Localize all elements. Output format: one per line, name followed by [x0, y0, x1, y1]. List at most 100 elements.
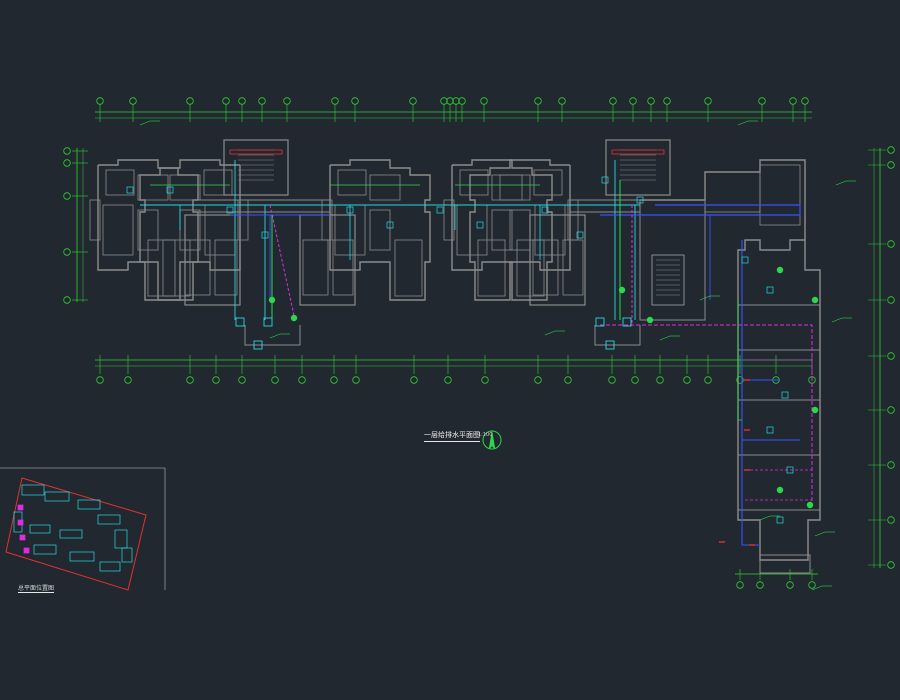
site-building — [29, 524, 51, 534]
room-wall — [477, 239, 506, 297]
balcony-wall — [443, 199, 455, 241]
leader-line — [139, 120, 151, 126]
building-walls — [89, 139, 821, 574]
room-wall — [137, 174, 169, 201]
room-wall — [394, 239, 423, 297]
axis-bubble — [440, 97, 448, 105]
north-arrow-icon — [482, 430, 502, 450]
entrance-porch — [594, 325, 641, 346]
fixture-box — [541, 206, 549, 214]
axis-bubble — [63, 296, 71, 304]
axis-bubble — [351, 97, 359, 105]
room-wall — [203, 169, 233, 196]
axis-bubble — [124, 376, 132, 384]
axis-bubble — [271, 376, 279, 384]
axis-bubble — [789, 97, 797, 105]
site-plan-title: 总平面位置图 — [18, 585, 55, 593]
room-wall — [491, 174, 523, 201]
axis-bubble — [258, 97, 266, 105]
axis-bubble — [330, 376, 338, 384]
axis-bubble — [631, 376, 639, 384]
room-wall — [491, 209, 513, 251]
axis-bubble — [186, 97, 194, 105]
axis-bubble — [446, 97, 454, 105]
room-wall — [169, 174, 201, 201]
fire-hydrant — [646, 316, 654, 324]
leader-line — [737, 120, 749, 126]
axis-bubble — [758, 97, 766, 105]
north-arrow-pointer — [488, 430, 496, 450]
axis-bubble — [129, 97, 137, 105]
site-marker — [23, 547, 30, 554]
site-plan-inset — [0, 467, 166, 591]
fixture-box — [601, 176, 609, 184]
axis-bubble — [96, 97, 104, 105]
site-boundary — [5, 477, 147, 591]
site-building — [33, 544, 57, 555]
room-wall — [499, 174, 531, 201]
axis-bubble — [534, 97, 542, 105]
fixture-box — [253, 340, 263, 350]
leader-line — [659, 335, 671, 341]
axis-bubble — [887, 146, 895, 154]
fixture-box — [166, 186, 174, 194]
axis-bubble — [480, 97, 488, 105]
site-marker — [17, 504, 24, 511]
stair-core-wall — [223, 139, 289, 196]
drain-wing — [741, 240, 760, 546]
fixture-box — [436, 206, 444, 214]
fixture-box — [786, 466, 794, 474]
fixture-box — [386, 221, 394, 229]
axis-bubble — [96, 376, 104, 384]
axis-bubble — [736, 581, 744, 589]
axis-bubble — [63, 248, 71, 256]
leader-line — [544, 330, 556, 336]
axis-bubble — [222, 97, 230, 105]
site-building — [21, 484, 45, 496]
site-building — [97, 514, 121, 525]
axis-bubble — [801, 97, 809, 105]
leader-line — [811, 585, 823, 591]
site-building — [121, 547, 133, 563]
apartment-wall — [469, 159, 571, 301]
axis-bubble — [63, 192, 71, 200]
room-wall — [337, 169, 367, 196]
pipes-sewage — [269, 204, 813, 505]
axis-bubble — [63, 147, 71, 155]
room-wall — [102, 204, 134, 256]
leader-line — [759, 515, 771, 521]
axis-bubble — [704, 376, 712, 384]
fire-hydrant — [811, 296, 819, 304]
balcony-wall — [89, 199, 101, 241]
fixture-box — [595, 317, 605, 327]
apartment-wall — [329, 159, 431, 301]
room-wall — [105, 169, 135, 196]
sewage-line — [600, 324, 813, 505]
corridor-wall — [570, 199, 641, 213]
axis-bubble — [558, 97, 566, 105]
sheet-scale: 1:100 — [478, 432, 493, 438]
room-wall — [162, 239, 191, 297]
fixture-box — [263, 317, 273, 327]
axis-bubble — [887, 352, 895, 360]
fixture-box — [776, 516, 784, 524]
wing-wall — [640, 159, 821, 561]
fixture-box — [226, 206, 234, 214]
leader-line — [814, 531, 826, 537]
axis-bubble — [238, 97, 246, 105]
room-wall — [332, 239, 354, 296]
axis-bubble — [564, 376, 572, 384]
axis-bubble — [887, 406, 895, 414]
apartment-wall — [451, 159, 553, 301]
sheet-title: 一层给排水平面图 — [424, 430, 480, 442]
axis-bubble — [458, 97, 466, 105]
stair-core-wall — [651, 254, 685, 306]
axis-bubble — [283, 97, 291, 105]
fire-branch — [737, 300, 742, 421]
fire-hydrant — [618, 286, 626, 294]
axis-bubble — [534, 376, 542, 384]
site-building — [114, 529, 128, 549]
axis-bubble — [887, 296, 895, 304]
axis-bubble — [331, 97, 339, 105]
